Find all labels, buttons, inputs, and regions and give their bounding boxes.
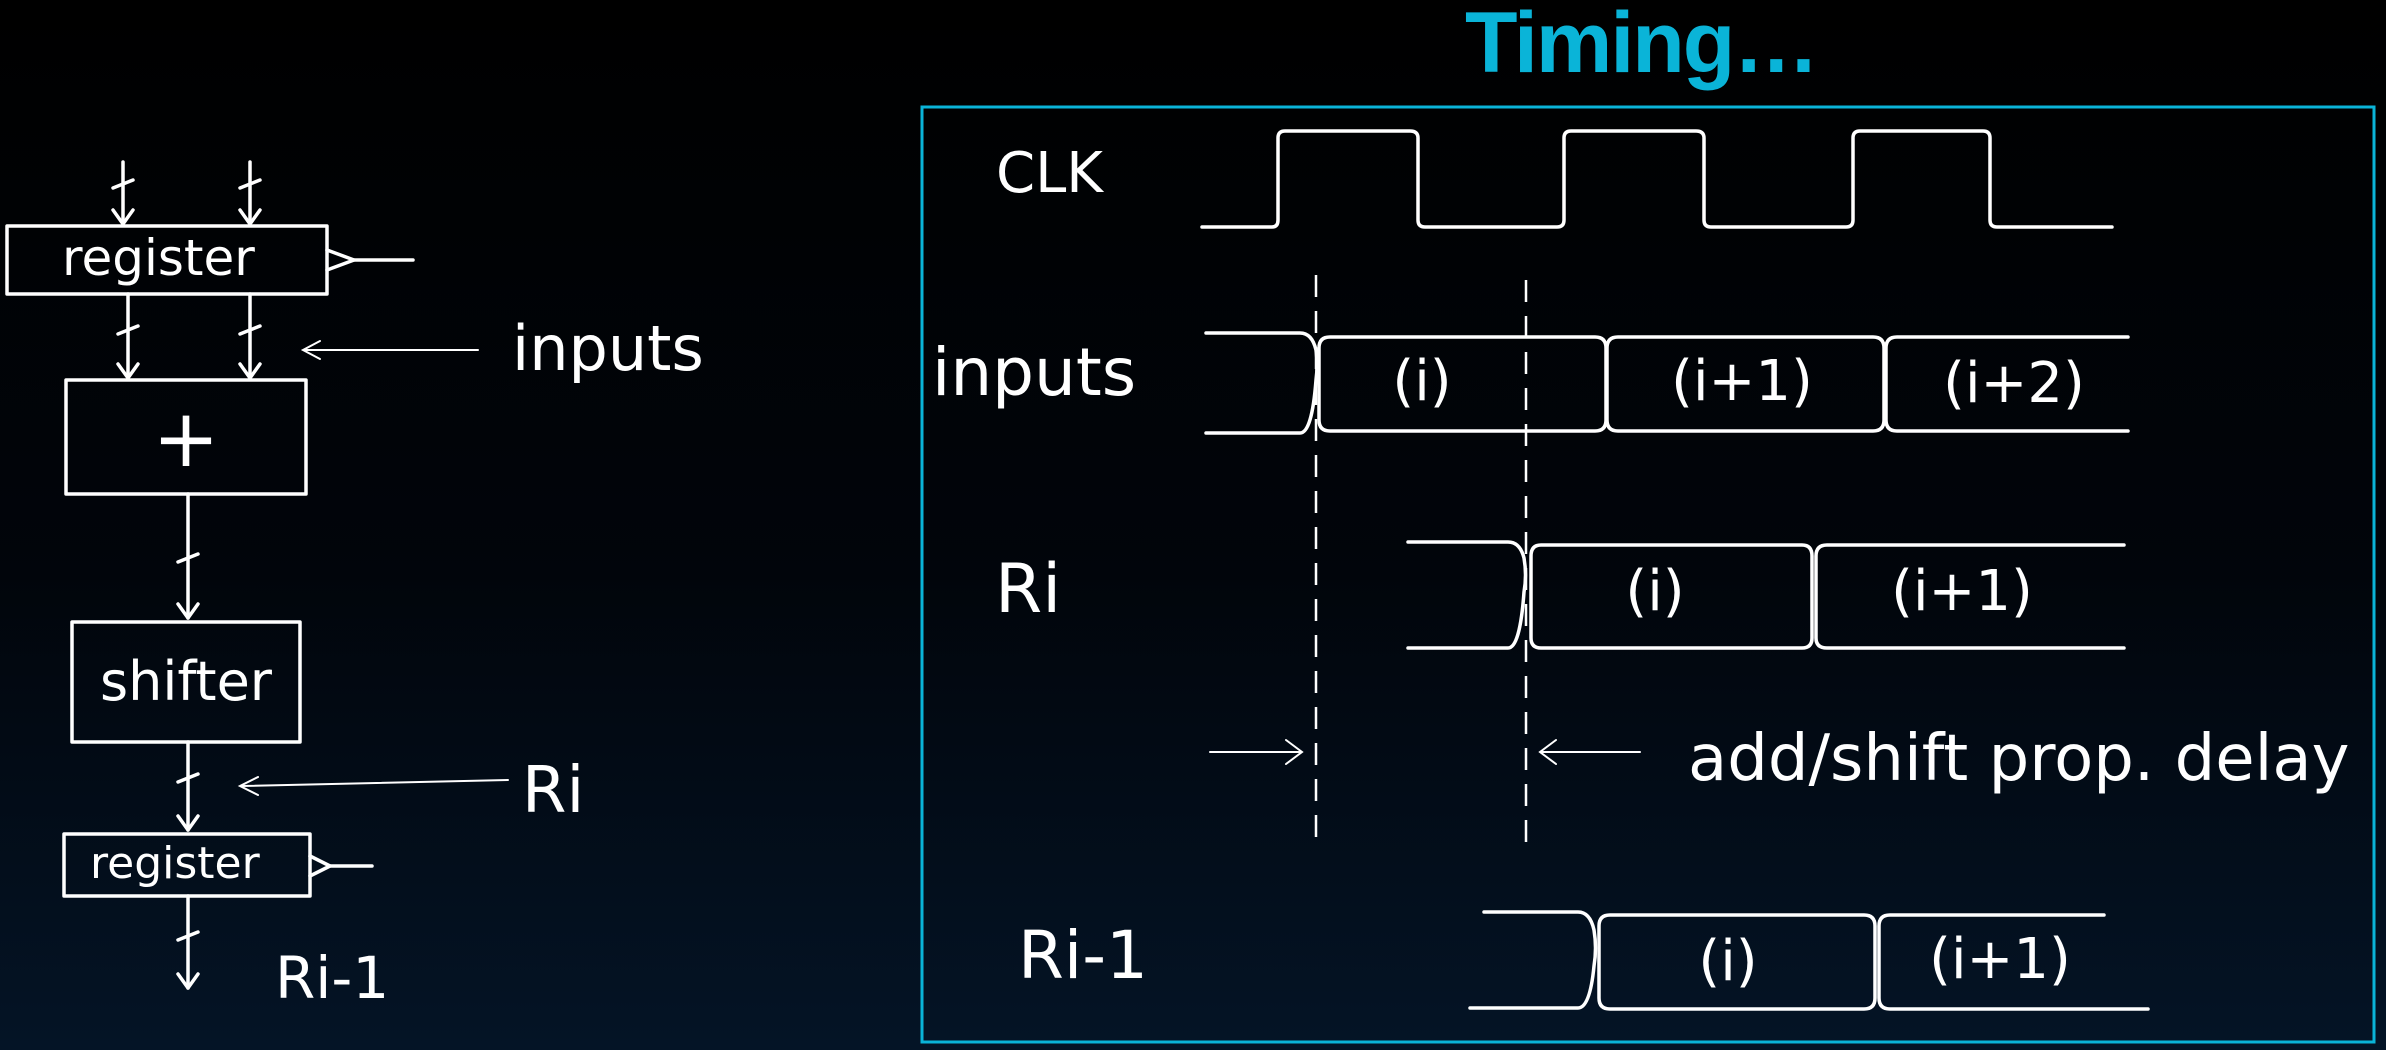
clock-input-icon bbox=[325, 248, 356, 272]
timing-diagram: CLK inputs (i) (i+1) (i+2) Ri (i) (i+1) bbox=[920, 105, 2376, 1044]
ri-signal: Ri (i) (i+1) bbox=[995, 540, 2126, 650]
ri-minus-1-signal: Ri-1 (i) (i+1) bbox=[1018, 910, 2150, 1011]
bottom-register-label: register bbox=[90, 838, 261, 889]
inputs-segment-label: (i) bbox=[1392, 349, 1451, 414]
clk-label: CLK bbox=[996, 141, 1104, 206]
ri-minus-1-segment bbox=[1597, 913, 1877, 1011]
ri-minus-1-segment-label: (i+1) bbox=[1929, 927, 2071, 992]
inputs-signal: inputs (i) (i+1) (i+2) bbox=[932, 331, 2130, 435]
slide-title: Timing… bbox=[1465, 0, 1819, 91]
shifter-to-register-bus bbox=[176, 740, 200, 832]
adder-input-buses bbox=[116, 292, 262, 380]
inputs-label: inputs bbox=[932, 334, 1136, 411]
inputs-segment-label: (i+1) bbox=[1671, 349, 1813, 414]
ri-minus-1-label: Ri-1 bbox=[1018, 917, 1148, 994]
ri-annotation-label: Ri bbox=[522, 754, 584, 828]
output-label: Ri-1 bbox=[275, 944, 389, 1012]
arrow-left-icon bbox=[237, 776, 259, 796]
ri-segment bbox=[1529, 543, 1814, 650]
inputs-segment bbox=[1605, 335, 1886, 433]
top-register: register bbox=[5, 224, 415, 296]
clk-waveform bbox=[1200, 129, 2114, 229]
output-bus: Ri-1 bbox=[176, 894, 389, 1012]
ri-annotation: Ri bbox=[237, 754, 584, 828]
clock-input-icon bbox=[308, 854, 332, 878]
adder-to-shifter-bus bbox=[176, 492, 200, 620]
ri-label: Ri bbox=[995, 550, 1061, 629]
clk-signal: CLK bbox=[996, 129, 2114, 229]
top-register-label: register bbox=[62, 229, 255, 287]
arrow-left-icon bbox=[300, 340, 321, 360]
prop-delay-label: add/shift prop. delay bbox=[1688, 722, 2349, 796]
ri-segment-label: (i) bbox=[1625, 559, 1684, 624]
timing-diagram-frame bbox=[920, 105, 2376, 1044]
inputs-annotation: inputs bbox=[300, 312, 704, 385]
ri-segment-label: (i+1) bbox=[1891, 559, 2033, 624]
inputs-annotation-label: inputs bbox=[512, 312, 704, 385]
arrow-right-icon bbox=[1285, 739, 1304, 765]
adder-block: + bbox=[64, 378, 308, 496]
inputs-segment-label: (i+2) bbox=[1943, 351, 2085, 416]
ri-minus-1-segment-label: (i) bbox=[1698, 929, 1757, 994]
shifter-label: shifter bbox=[100, 650, 273, 713]
block-diagram: register inputs + bbox=[5, 160, 704, 1012]
adder-label: + bbox=[152, 392, 219, 485]
prop-delay-annotation: add/shift prop. delay bbox=[1209, 722, 2349, 796]
bottom-register: register bbox=[62, 832, 374, 898]
shifter-block: shifter bbox=[70, 620, 302, 744]
top-register-input-buses bbox=[111, 160, 262, 226]
arrow-left-icon bbox=[1538, 739, 1557, 765]
inputs-segment bbox=[1317, 335, 1608, 433]
